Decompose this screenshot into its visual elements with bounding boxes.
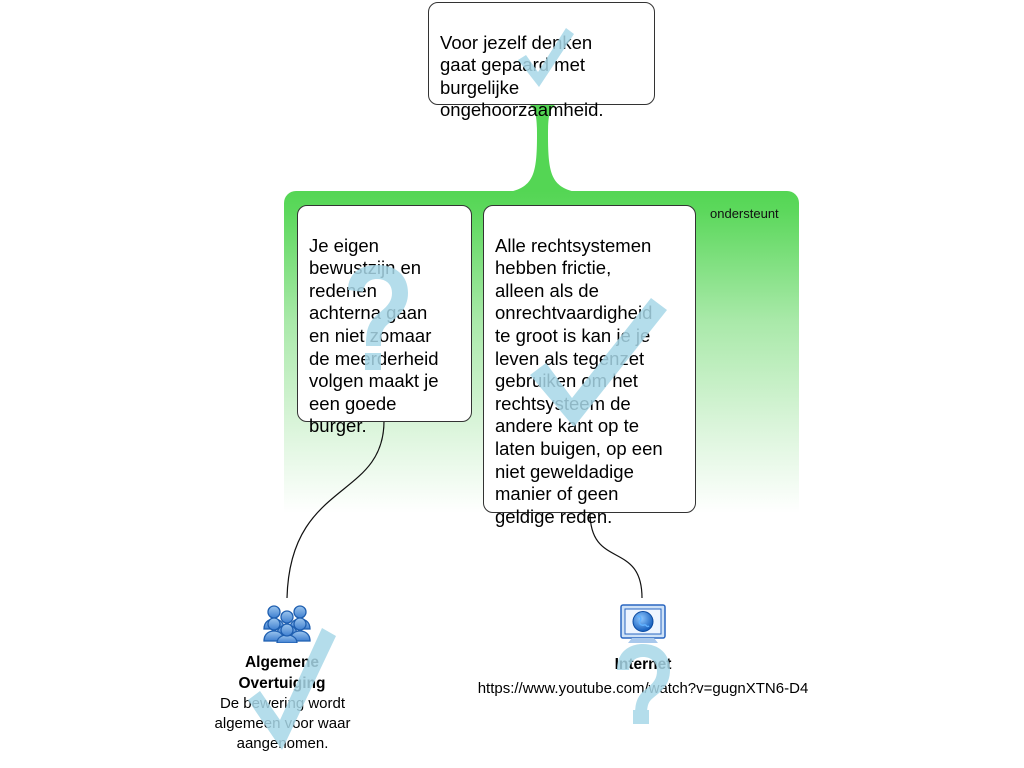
connector-reason1-evidence1 (286, 420, 385, 599)
evidence-title-2: Internet (614, 656, 672, 673)
reason-text: Alle rechtsystemen hebben frictie, allee… (495, 234, 663, 527)
reason-box-1[interactable]: Je eigen bewustzijn en redenen achterna … (297, 205, 472, 436)
evidence-title-1: Algemene Overtuiging (238, 654, 326, 692)
globe-monitor-icon[interactable] (620, 604, 666, 644)
evidence-description-2[interactable]: https://www.youtube.com/watch?v=gugnXTN6… (477, 680, 809, 697)
support-stem (510, 105, 575, 192)
claim-text: Voor jezelf denken gaat gepaard met burg… (440, 31, 604, 121)
support-group-label: ondersteunt (710, 206, 779, 221)
people-group-icon[interactable] (262, 603, 312, 643)
reason-text: Je eigen bewustzijn en redenen achterna … (309, 234, 439, 437)
reason-box-2[interactable]: Alle rechtsystemen hebben frictie, allee… (483, 205, 696, 527)
evidence-description-1: De bewering wordt algemeen voor waar aan… (214, 695, 351, 752)
claim-box[interactable]: Voor jezelf denken gaat gepaard met burg… (428, 2, 655, 120)
connector-reason2-evidence2 (589, 511, 643, 599)
